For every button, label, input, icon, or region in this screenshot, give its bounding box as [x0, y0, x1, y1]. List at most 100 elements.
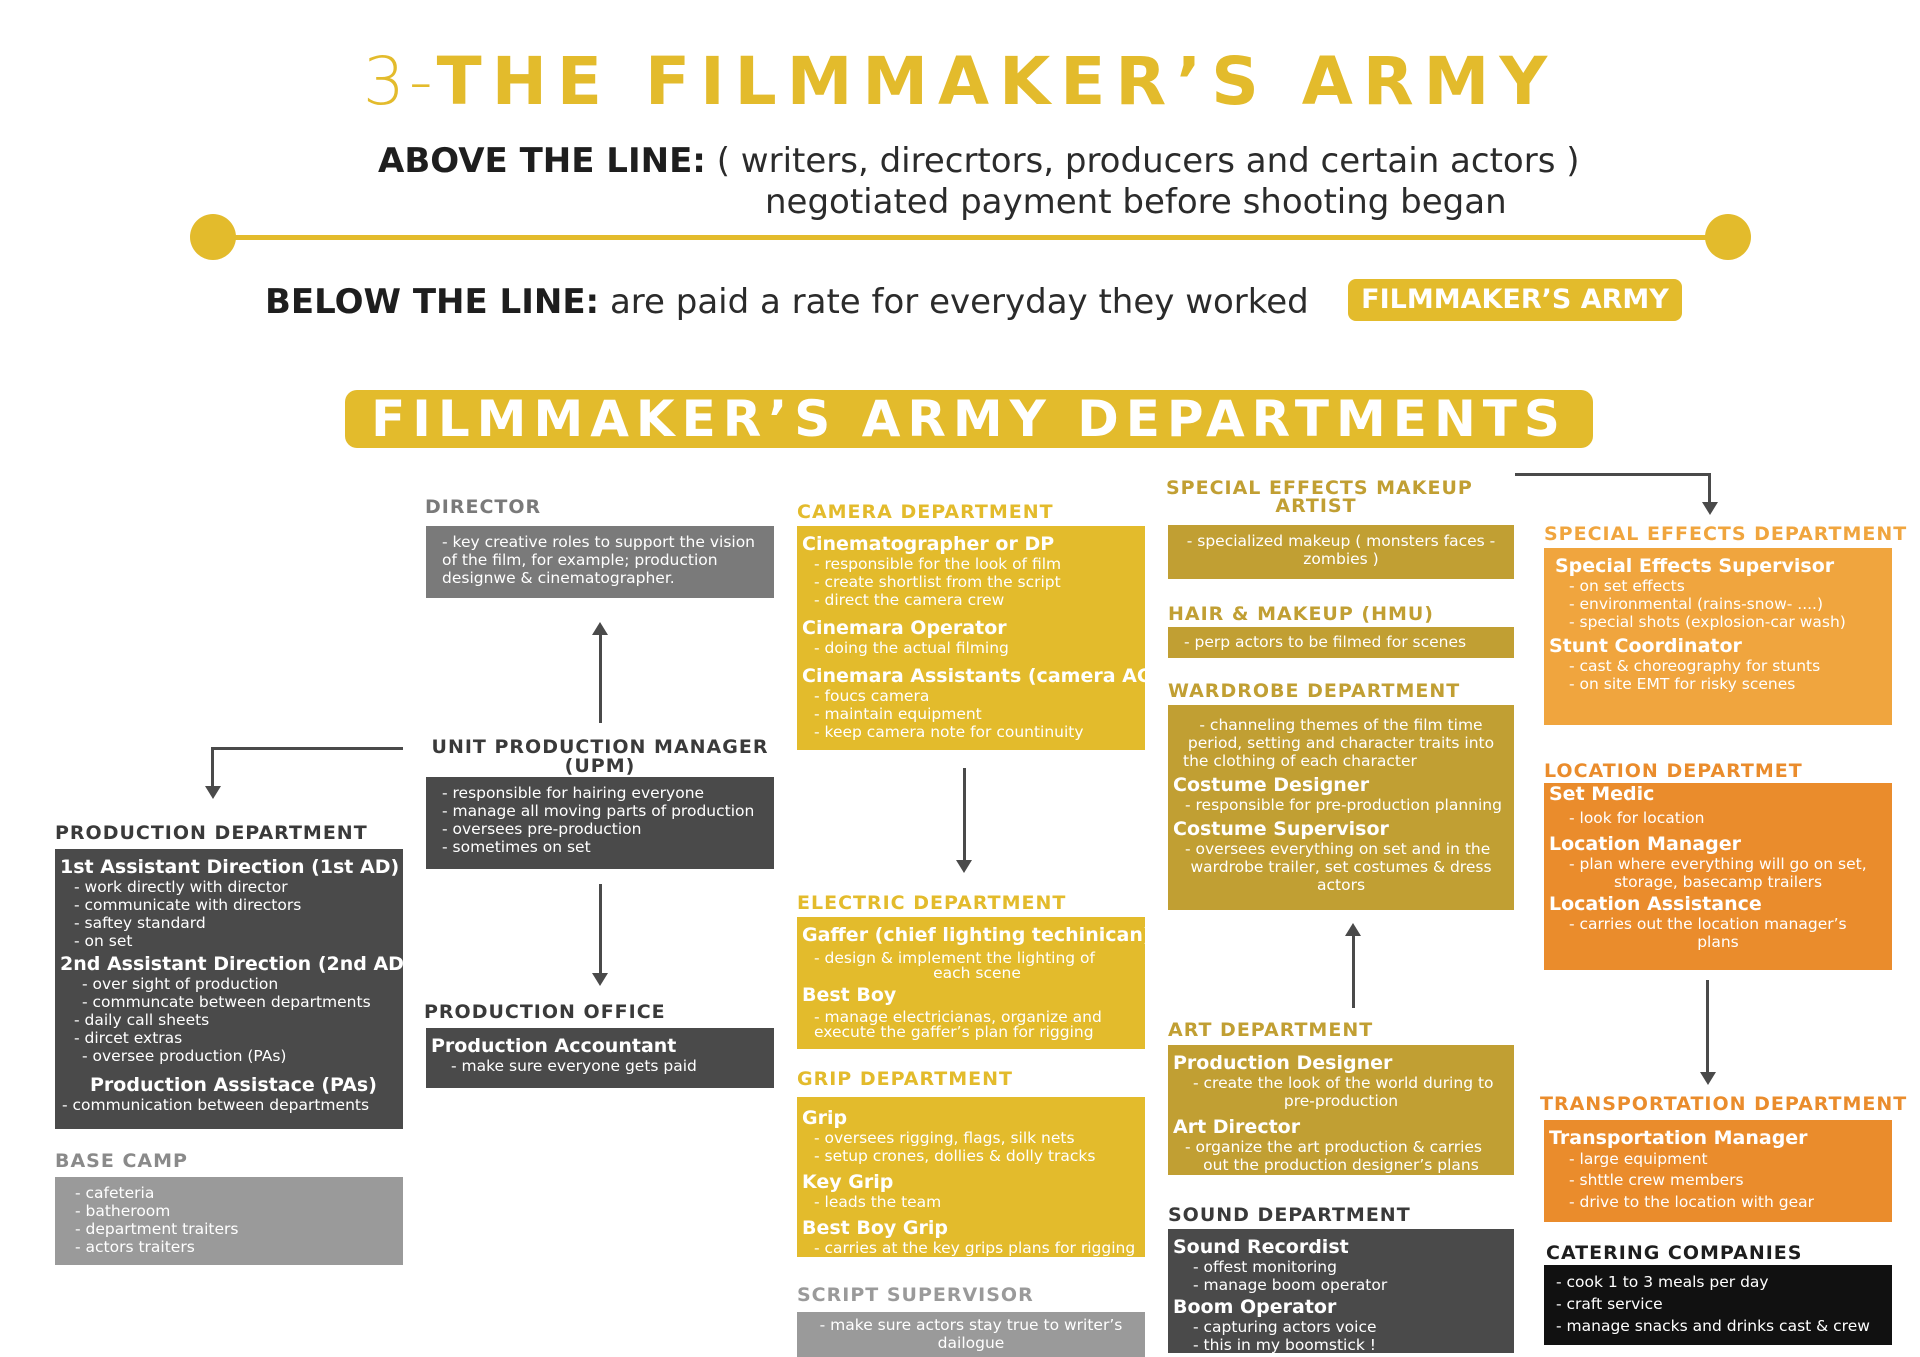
arrow-location-to-transport	[1706, 980, 1709, 1075]
list-item: - craft service	[1556, 1295, 1663, 1313]
director-heading: DIRECTOR	[425, 496, 542, 518]
camera-dept-heading: CAMERA DEPARTMENT	[797, 501, 1054, 523]
list-item: the clothing of each character	[1183, 752, 1417, 770]
location-dept-heading: LOCATION DEPARTMET	[1544, 760, 1803, 782]
grip-dept-heading: GRIP DEPARTMENT	[797, 1068, 1013, 1090]
list-item: pre-production	[1283, 1092, 1399, 1110]
list-item: - look for location	[1569, 809, 1705, 827]
role-gaffer: Gaffer (chief lighting techinican)	[802, 924, 1152, 946]
list-item: zombies )	[1303, 550, 1379, 568]
list-item: - work directly with director	[74, 878, 288, 896]
list-item: - create the look of the world during to	[1193, 1074, 1494, 1092]
above-line-text: ( writers, direcrtors, producers and cer…	[716, 141, 1580, 181]
list-item: - key creative roles to support the visi…	[442, 533, 756, 551]
role-location-assistance: Location Assistance	[1549, 893, 1762, 915]
wardrobe-dept-heading: WARDROBE DEPARTMENT	[1168, 680, 1461, 702]
arrow-upm-to-office	[599, 884, 602, 974]
list-item: actors	[1316, 876, 1366, 894]
list-item: - oversees rigging, flags, silk nets	[814, 1129, 1075, 1147]
art-dept-heading: ART DEPARTMENT	[1168, 1019, 1374, 1041]
list-item: each scene	[933, 964, 1021, 982]
arrow-head-down-icon	[205, 786, 221, 799]
list-item: - direct the camera crew	[814, 591, 1005, 609]
list-item: designwe & cinematographer.	[442, 569, 675, 587]
art-dept-box: Production Designer - create the look of…	[1168, 1045, 1514, 1175]
arrow-upm-to-production	[211, 747, 403, 750]
role-1st-ad: 1st Assistant Direction (1st AD)	[60, 856, 400, 878]
role-production-accountant: Production Accountant	[431, 1035, 677, 1057]
list-item: - responsible for hairing everyone	[442, 784, 705, 802]
script-supervisor-heading: SCRIPT SUPERVISOR	[797, 1284, 1034, 1306]
arrow-head-down-icon	[956, 860, 972, 873]
list-item: - channeling themes of the film time	[1199, 716, 1483, 734]
list-item: - department traiters	[75, 1220, 239, 1238]
production-office-box: Production Accountant - make sure everyo…	[426, 1028, 774, 1088]
role-key-grip: Key Grip	[802, 1171, 894, 1193]
title-number: 3-	[362, 43, 437, 120]
sfx-makeup-heading: SPECIAL EFFECTS MAKEUP ARTIST	[1166, 477, 1473, 516]
above-line-subtext: negotiated payment before shooting began	[765, 182, 1507, 222]
role-best-boy: Best Boy	[802, 984, 897, 1006]
base-camp-box: - cafeteria - batheroom - department tra…	[55, 1177, 403, 1265]
role-best-boy-grip: Best Boy Grip	[802, 1217, 948, 1239]
below-line-text: are paid a rate for everyday they worked	[609, 282, 1309, 322]
list-item: - sometimes on set	[442, 838, 591, 856]
list-item: - foucs camera	[814, 687, 930, 705]
list-item: - capturing actors voice	[1193, 1318, 1377, 1336]
role-sound-recordist: Sound Recordist	[1173, 1236, 1349, 1258]
list-item: - perp actors to be filmed for scenes	[1184, 633, 1467, 651]
sound-dept-heading: SOUND DEPARTMENT	[1168, 1204, 1411, 1226]
catering-box: - cook 1 to 3 meals per day - craft serv…	[1544, 1265, 1892, 1345]
upm-heading: UNIT PRODUCTION MANAGER (UPM)	[426, 738, 774, 776]
list-item: - maintain equipment	[814, 705, 982, 723]
camera-dept-box: Cinematographer or DP - responsible for …	[797, 526, 1159, 750]
wardrobe-dept-box: - channeling themes of the film time per…	[1168, 705, 1514, 910]
arrow-upm-to-production-drop	[211, 747, 214, 789]
list-item: - make sure everyone gets paid	[451, 1057, 697, 1075]
list-item: - responsible for the look of film	[814, 555, 1062, 573]
list-item: - oversees pre-production	[442, 820, 642, 838]
list-item: - specialized makeup ( monsters faces -	[1186, 532, 1496, 550]
list-item: wardrobe trailer, set costumes & dress	[1190, 858, 1492, 876]
list-item: - batheroom	[75, 1202, 171, 1220]
list-item: - manage all moving parts of production	[442, 802, 755, 820]
role-transportation-manager: Transportation Manager	[1549, 1127, 1808, 1149]
list-item: - shttle crew members	[1569, 1171, 1744, 1189]
arrow-head-down-icon	[1702, 502, 1718, 515]
list-item: - cafeteria	[75, 1184, 155, 1202]
sfx-makeup-heading-line1: SPECIAL EFFECTS MAKEUP	[1166, 477, 1473, 499]
electric-dept-heading: ELECTRIC DEPARTMENT	[797, 892, 1067, 914]
transportation-dept-box: Transportation Manager - large equipment…	[1544, 1120, 1892, 1222]
list-item: - keep camera note for countinuity	[814, 723, 1084, 741]
role-set-medic: Set Medic	[1549, 783, 1655, 805]
list-item: - carries out the location manager’s	[1569, 915, 1847, 933]
role-costume-supervisor: Costume Supervisor	[1173, 818, 1389, 840]
list-item: - on site EMT for risky scenes	[1569, 675, 1796, 693]
sound-dept-box: Sound Recordist - offest monitoring - ma…	[1168, 1229, 1514, 1354]
list-item: - design & implement the lighting of	[814, 949, 1095, 967]
production-dept-box: 1st Assistant Direction (1st AD) - work …	[55, 849, 413, 1129]
list-item: - on set	[74, 932, 133, 950]
title-text: THE FILMMAKER’S ARMY	[436, 43, 1558, 120]
list-item: - over sight of production	[82, 975, 279, 993]
divider-line	[212, 235, 1727, 240]
list-item: - plan where everything will go on set,	[1569, 855, 1867, 873]
departments-banner: FILMMAKER’S ARMY DEPARTMENTS	[345, 390, 1593, 448]
sfx-dept-box: Special Effects Supervisor - on set effe…	[1544, 548, 1892, 725]
role-production-designer: Production Designer	[1173, 1052, 1393, 1074]
arrow-head-up-icon	[1345, 923, 1361, 936]
role-2nd-ad: 2nd Assistant Direction (2nd AD)	[60, 953, 413, 975]
list-item: - special shots (explosion-car wash)	[1569, 613, 1846, 631]
list-item: - organize the art production & carries	[1185, 1138, 1482, 1156]
arrow-art-to-wardrobe	[1352, 935, 1355, 1008]
catering-heading: CATERING COMPANIES	[1546, 1242, 1803, 1264]
arrow-upm-to-director	[599, 633, 602, 723]
arrow-camera-to-electric	[963, 768, 966, 863]
upm-box: - responsible for hairing everyone - man…	[426, 777, 774, 869]
base-camp-heading: BASE CAMP	[55, 1150, 188, 1172]
arrow-to-sfx	[1515, 473, 1711, 476]
above-line-row: ABOVE THE LINE: ( writers, direcrtors, p…	[378, 140, 1580, 182]
below-line-label: BELOW THE LINE:	[265, 282, 600, 322]
role-grip: Grip	[802, 1107, 848, 1129]
list-item: - communication between departments	[62, 1096, 370, 1114]
